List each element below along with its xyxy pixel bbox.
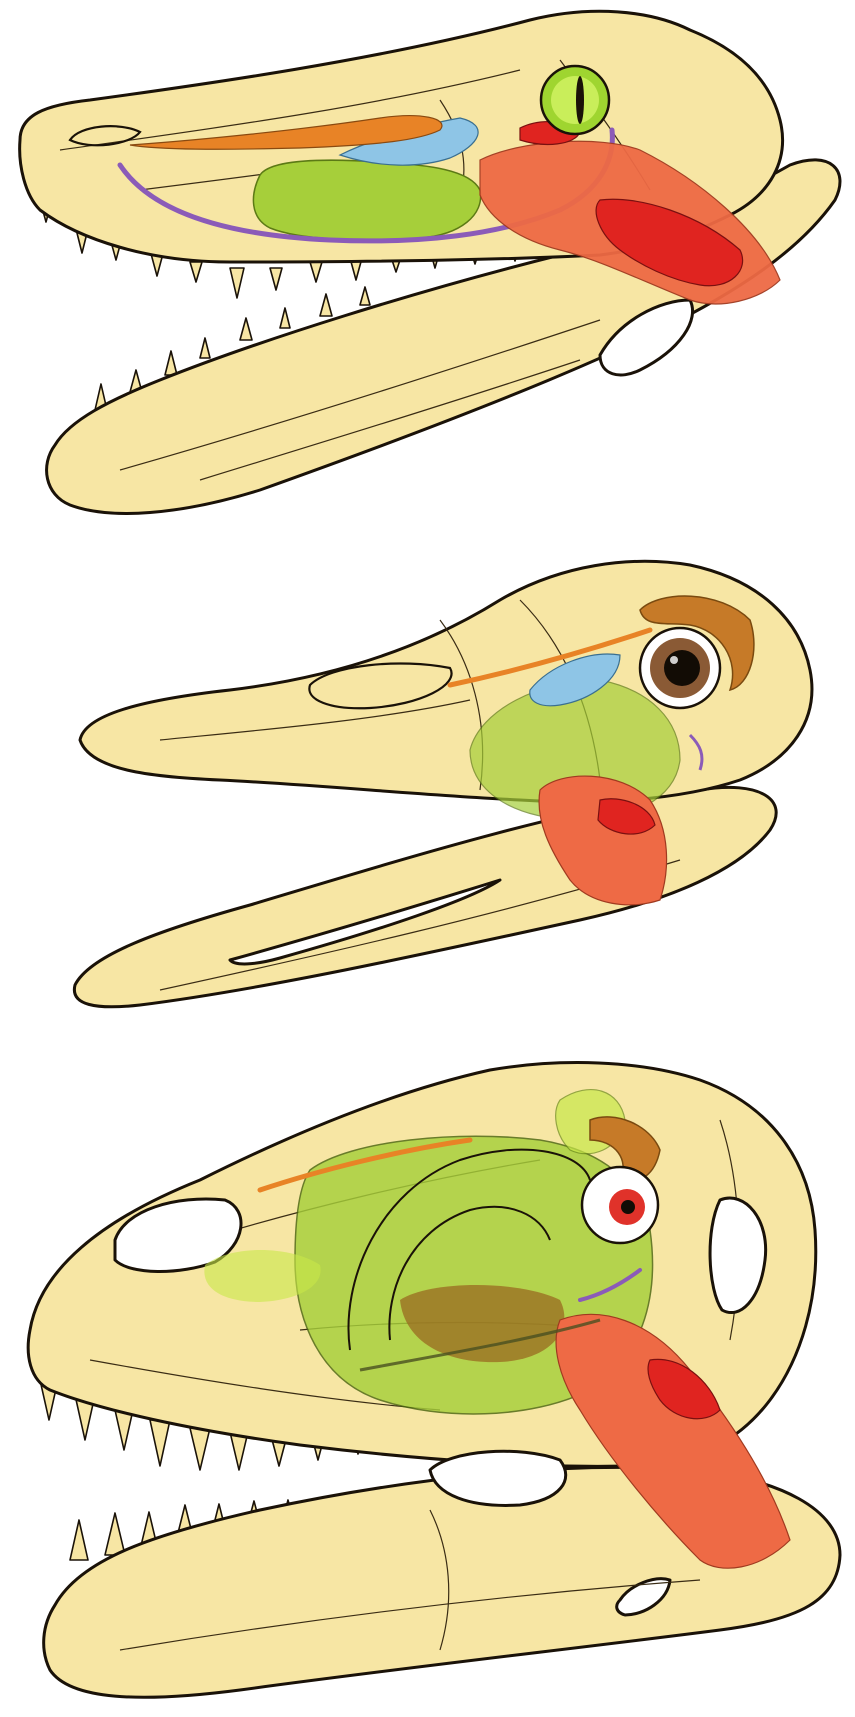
crocodilian-antorbital-sinus bbox=[253, 160, 480, 240]
long-snout-mandible bbox=[74, 787, 776, 1006]
theropod-skull-panel bbox=[28, 1063, 840, 1698]
long-snout-round-pupil bbox=[664, 650, 700, 686]
crocodilian-slit-pupil bbox=[576, 76, 584, 124]
crocodilian-skull-panel bbox=[20, 11, 840, 513]
theropod-red-pupil bbox=[621, 1200, 635, 1214]
long-snout-skull-panel bbox=[74, 561, 812, 1006]
long-snout-eye bbox=[640, 628, 720, 708]
crocodilian-eye bbox=[541, 66, 609, 134]
theropod-eye bbox=[582, 1167, 658, 1243]
